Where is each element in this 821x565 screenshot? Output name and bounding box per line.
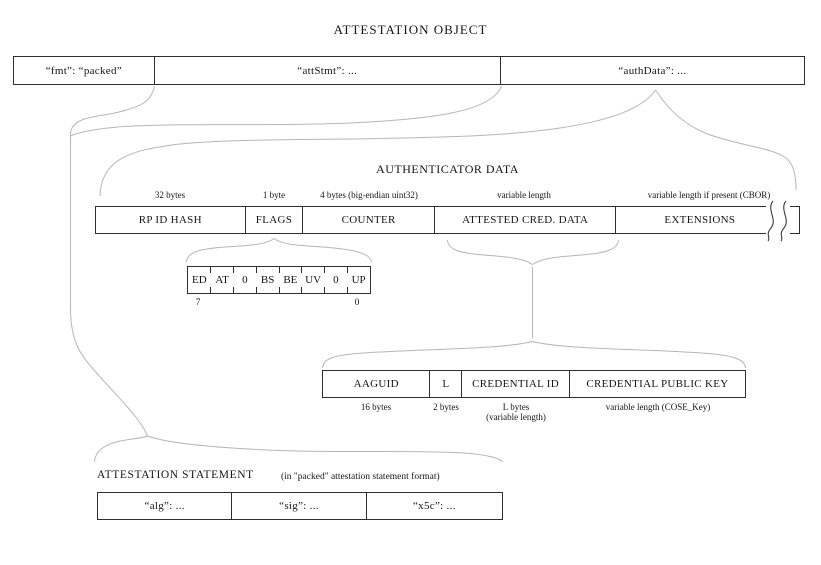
rp-id-hash-label: RP ID HASH (138, 214, 202, 226)
attested-cred-data-row: AAGUID L CREDENTIAL ID CREDENTIAL PUBLIC… (322, 370, 746, 398)
bit-ed-label: ED (192, 274, 207, 286)
credential-public-key-size-label: variable length (COSE_Key) (605, 402, 711, 412)
x5c-cell: “x5c”: ... (367, 493, 502, 519)
authdata-brace-left-wing (99, 89, 656, 197)
credential-id-size-line1: L bytes (502, 402, 530, 412)
bit-uv: UV (301, 267, 325, 293)
flags-size-label: 1 byte (262, 190, 286, 200)
bit-bs: BS (255, 267, 279, 293)
extensions-label: EXTENSIONS (664, 214, 736, 226)
flags-cell: FLAGS (246, 207, 304, 233)
flags-bit-field: ED AT 0 BS BE UV 0 UP (187, 266, 371, 294)
bit-bs-label: BS (260, 274, 275, 286)
counter-size-label: 4 bytes (big-endian uint32) (320, 190, 418, 200)
page-title: ATTESTATION OBJECT (333, 22, 488, 37)
credential-id-label: CREDENTIAL ID (472, 378, 560, 390)
extensions-cell: EXTENSIONS (616, 207, 799, 233)
bit-rfu0: 0 (324, 267, 348, 293)
attstmt-cell-label: “attStmt”: ... (297, 64, 358, 77)
bit-at-label: AT (215, 274, 229, 286)
alg-label: “alg”: ... (144, 500, 185, 512)
flags-label: FLAGS (255, 214, 293, 226)
fmt-cell-label: “fmt”: “packed” (45, 64, 122, 77)
authdata-cell-label: “authData”: ... (618, 64, 687, 77)
bit-be: BE (278, 267, 302, 293)
credential-id-size-line2: (variable length) (486, 412, 546, 422)
attstmt-connector-right (70, 85, 502, 137)
fmt-cell: “fmt”: “packed” (14, 57, 155, 84)
credential-public-key-label: CREDENTIAL PUBLIC KEY (586, 378, 729, 390)
attstmt-cell: “attStmt”: ... (155, 57, 501, 84)
attestation-statement-row: “alg”: ... “sig”: ... “x5c”: ... (97, 492, 503, 520)
sig-cell: “sig”: ... (232, 493, 367, 519)
attestation-statement-title: ATTESTATION STATEMENT (97, 469, 254, 481)
bit-uv-label: UV (305, 274, 322, 286)
sig-label: “sig”: ... (279, 500, 319, 512)
aaguid-cell: AAGUID (323, 371, 431, 397)
x5c-label: “x5c”: ... (413, 500, 456, 512)
attested-cred-brace-up (322, 340, 746, 369)
bit-rfu1-label: 0 (242, 274, 248, 286)
attested-cred-data-size-label: variable length (497, 190, 551, 200)
bit-rfu1: 0 (233, 267, 257, 293)
length-cell: L (430, 371, 463, 397)
authenticator-data-title: AUTHENTICATOR DATA (376, 162, 519, 176)
aaguid-size-label: 16 bytes (360, 402, 392, 412)
counter-cell: COUNTER (303, 207, 435, 233)
counter-label: COUNTER (341, 214, 396, 226)
attested-cred-data-cell: ATTESTED CRED. DATA (435, 207, 617, 233)
length-size-label: 2 bytes (433, 402, 459, 412)
authdata-cell: “authData”: ... (501, 57, 804, 84)
bit-up-label: UP (351, 274, 366, 286)
credential-id-cell: CREDENTIAL ID (462, 371, 570, 397)
attestation-statement-brace (94, 435, 503, 463)
bit-number-lsb: 0 (354, 298, 360, 308)
attested-cred-data-label: ATTESTED CRED. DATA (462, 214, 589, 226)
credential-public-key-cell: CREDENTIAL PUBLIC KEY (570, 371, 745, 397)
alg-cell: “alg”: ... (98, 493, 233, 519)
bit-ed: ED (188, 267, 211, 293)
attestation-object-row: “fmt”: “packed” “attStmt”: ... “authData… (13, 56, 805, 85)
extensions-size-label: variable length if present (CBOR) (647, 190, 771, 200)
authenticator-data-row: RP ID HASH FLAGS COUNTER ATTESTED CRED. … (95, 206, 800, 234)
bit-at: AT (210, 267, 234, 293)
bit-up: UP (346, 267, 370, 293)
rp-id-hash-cell: RP ID HASH (96, 207, 246, 233)
attestation-statement-subtitle: (in "packed" attestation statement forma… (281, 472, 440, 482)
bit-number-msb: 7 (195, 298, 201, 308)
bit-be-label: BE (283, 274, 298, 286)
length-label: L (442, 378, 450, 390)
rp-id-hash-size-label: 32 bytes (154, 190, 186, 200)
attested-cred-brace-down (447, 239, 619, 266)
attstmt-rail (70, 134, 148, 437)
aaguid-label: AAGUID (353, 378, 399, 390)
credential-id-size-label: L bytes (variable length) (486, 402, 546, 422)
attstmt-connector-left (70, 85, 155, 135)
flags-brace (186, 237, 372, 263)
bit-rfu0-label: 0 (333, 274, 339, 286)
